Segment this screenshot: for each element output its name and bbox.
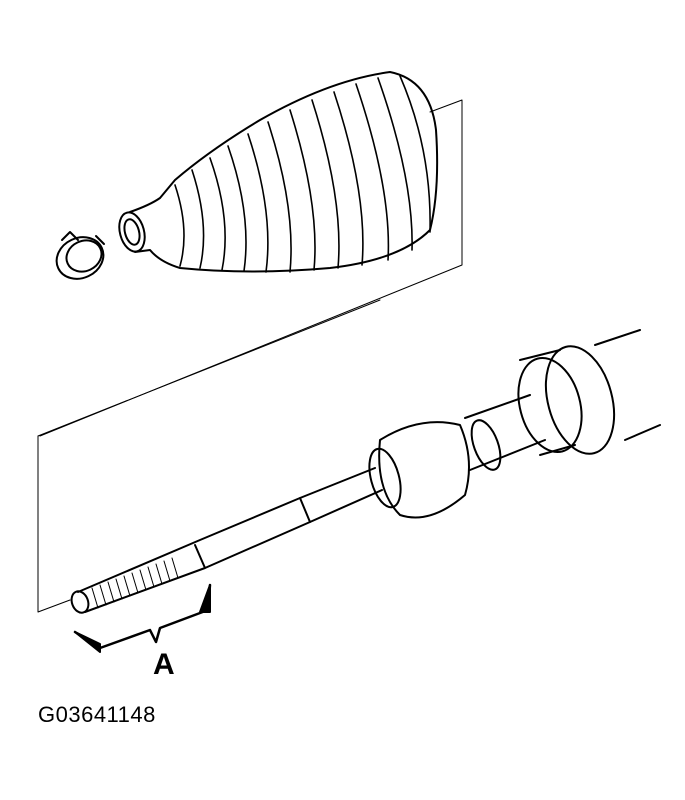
boot-clamp (55, 231, 105, 280)
inner-ball-joint (368, 394, 546, 519)
dimension-bracket-a (73, 583, 212, 653)
steering-rack-boot (118, 71, 439, 273)
rack-housing (517, 329, 661, 456)
figure-id: G03641148 (38, 702, 156, 727)
callout-label-a: A (153, 648, 175, 681)
tie-rod (70, 467, 383, 614)
lower-plane-outline (37, 299, 381, 613)
upper-plane-outline (39, 99, 463, 437)
